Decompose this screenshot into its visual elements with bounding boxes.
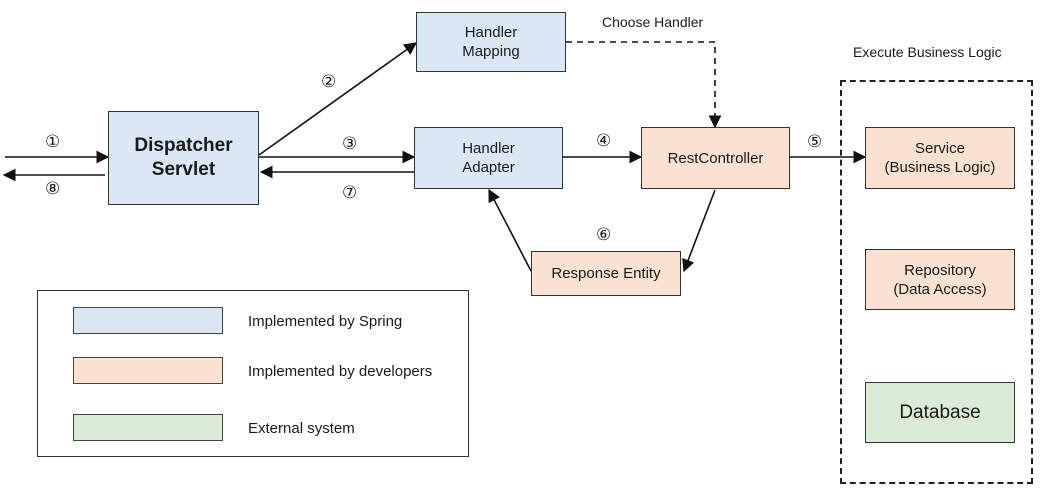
step-3-label: ③ [342, 134, 358, 153]
response-entity-box: Response Entity [531, 251, 681, 296]
arrow-choose-handler [566, 41, 722, 129]
step-4-label: ④ [596, 131, 612, 150]
legend-swatch-developers [73, 357, 223, 384]
legend-swatch-spring [73, 307, 223, 334]
legend-label-external: External system [248, 420, 355, 437]
execute-business-logic-label: Execute Business Logic [853, 44, 1002, 60]
legend-label-spring: Implemented by Spring [248, 313, 403, 330]
step-5-label: ⑤ [807, 132, 823, 151]
arrow-step-6 [488, 188, 532, 272]
step-7-label: ⑦ [342, 183, 358, 202]
step-6-label: ⑥ [596, 225, 612, 244]
database-box: Database [865, 382, 1015, 443]
choose-handler-label: Choose Handler [602, 14, 704, 30]
handler-adapter-box: Handler Adapter [414, 127, 563, 189]
step-2-label: ② [321, 72, 337, 91]
dispatcher-servlet-box: Dispatcher Servlet [108, 111, 259, 205]
step-1-label: ① [45, 132, 61, 151]
repository-box: Repository (Data Access) [865, 249, 1015, 310]
step-8-label: ⑧ [45, 179, 61, 198]
arrow-controller-to-response [682, 189, 716, 273]
legend-label-developers: Implemented by developers [248, 363, 433, 380]
arrow-step-2 [258, 42, 418, 156]
rest-controller-box: RestController [641, 127, 790, 189]
business-logic-region [840, 80, 1033, 484]
handler-mapping-box: Handler Mapping [416, 12, 566, 72]
service-box: Service (Business Logic) [865, 127, 1015, 189]
legend: Implemented by Spring Implemented by dev… [37, 290, 469, 457]
legend-swatch-external [73, 414, 223, 441]
